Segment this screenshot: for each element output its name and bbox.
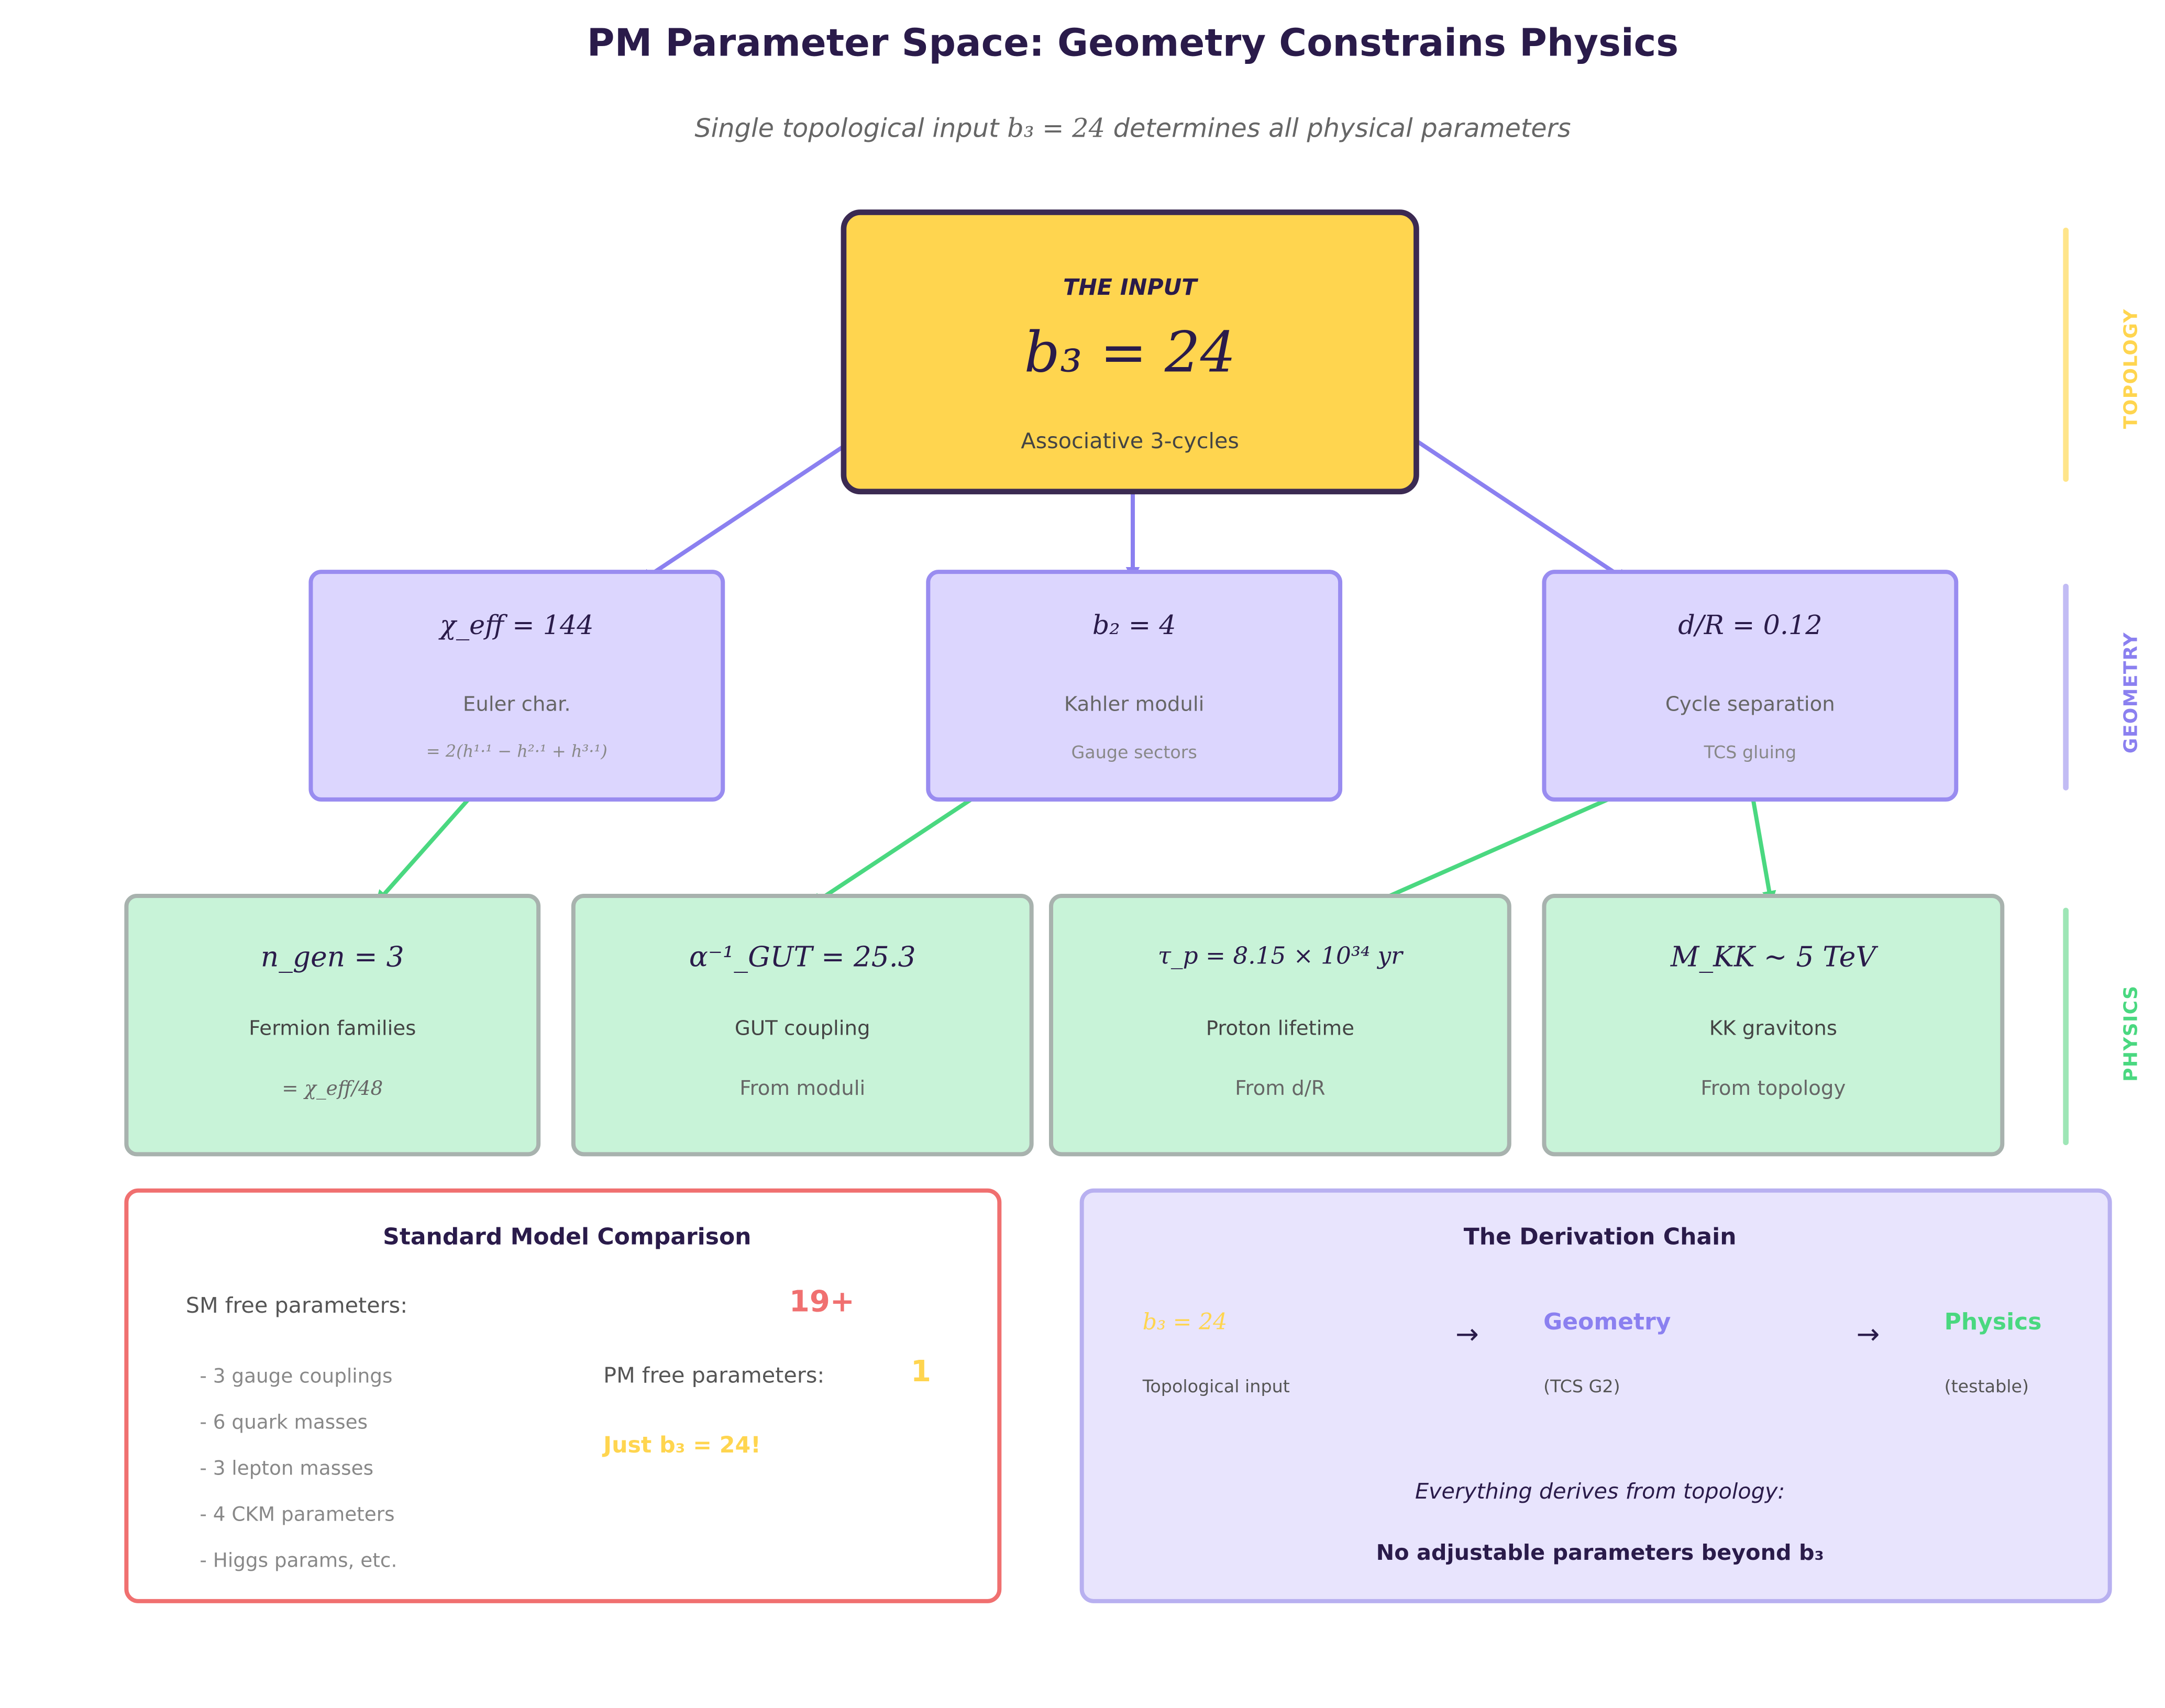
chain-step-sub: (testable) bbox=[1944, 1376, 2029, 1397]
topology-label: TOPOLOGY bbox=[2120, 308, 2143, 429]
geometry-desc: Cycle separation bbox=[1665, 694, 1835, 717]
input-desc: Associative 3-cycles bbox=[1021, 428, 1239, 454]
input-box: THE INPUT b₃ = 24 Associative 3-cycles bbox=[841, 209, 1419, 495]
pm-free-count: 1 bbox=[910, 1355, 931, 1389]
geometry-sub: TCS gluing bbox=[1704, 741, 1797, 763]
geometry-value: χ_eff = 144 bbox=[440, 610, 594, 641]
input-tag: THE INPUT bbox=[1063, 273, 1197, 301]
arrow-dr-to-tau bbox=[1363, 787, 1632, 908]
pm-free-label: PM free parameters: bbox=[603, 1363, 825, 1389]
chain-footer-line2: No adjustable parameters beyond b₃ bbox=[1376, 1540, 1824, 1566]
chain-step-sub: (TCS G2) bbox=[1543, 1376, 1620, 1397]
sm-item: - 4 CKM parameters bbox=[200, 1504, 395, 1527]
geometry-label: GEOMETRY bbox=[2120, 631, 2143, 754]
physics-bar bbox=[2063, 907, 2069, 1146]
sm-free-count: 19+ bbox=[789, 1284, 855, 1318]
geometry-box-chi: χ_eff = 144 Euler char. = 2(h¹·¹ − h²·¹ … bbox=[308, 570, 725, 802]
physics-box-ngen: n_gen = 3 Fermion families = χ_eff/48 bbox=[124, 893, 541, 1157]
arrow-input-to-chi bbox=[638, 432, 863, 583]
input-value: b₃ = 24 bbox=[1024, 321, 1236, 386]
pm-note: Just b₃ = 24! bbox=[603, 1431, 761, 1458]
chain-step-physics: Physics bbox=[1944, 1308, 2042, 1335]
topology-bar bbox=[2063, 227, 2069, 482]
chain-title: The Derivation Chain bbox=[1463, 1223, 1737, 1250]
physics-label: PHYSICS bbox=[2120, 985, 2143, 1082]
geometry-desc: Kahler moduli bbox=[1064, 694, 1205, 717]
physics-value: τ_p = 8.15 × 10³⁴ yr bbox=[1157, 942, 1402, 971]
physics-box-mkk: M_KK ∼ 5 TeV KK gravitons From topology bbox=[1542, 893, 2005, 1157]
chain-arrow: → bbox=[1455, 1317, 1479, 1351]
geometry-box-b2: b₂ = 4 Kahler moduli Gauge sectors bbox=[926, 570, 1343, 802]
sm-item: - Higgs params, etc. bbox=[200, 1550, 397, 1573]
geometry-bar bbox=[2063, 583, 2069, 791]
physics-sub: From moduli bbox=[739, 1078, 866, 1101]
arrow-chi-to-ngen bbox=[375, 789, 478, 904]
sm-item: - 6 quark masses bbox=[200, 1412, 368, 1435]
page-title: PM Parameter Space: Geometry Constrains … bbox=[587, 22, 1679, 66]
chain-step-sub: Topological input bbox=[1142, 1376, 1290, 1397]
physics-box-tau: τ_p = 8.15 × 10³⁴ yr Proton lifetime Fro… bbox=[1048, 893, 1511, 1157]
geometry-sub: Gauge sectors bbox=[1071, 741, 1197, 763]
derivation-chain-box: The Derivation Chain b₃ = 24 Topological… bbox=[1079, 1188, 2112, 1603]
geometry-desc: Euler char. bbox=[462, 694, 571, 717]
arrow-dr-to-mkk bbox=[1749, 790, 1776, 905]
sm-item: - 3 gauge couplings bbox=[200, 1366, 393, 1389]
physics-box-alpha: α⁻¹_GUT = 25.3 GUT coupling From moduli bbox=[571, 893, 1034, 1157]
subtitle-math: b₃ = 24 bbox=[1007, 114, 1105, 144]
sm-title: Standard Model Comparison bbox=[383, 1223, 752, 1250]
physics-desc: GUT coupling bbox=[734, 1018, 870, 1040]
physics-value: α⁻¹_GUT = 25.3 bbox=[689, 939, 916, 973]
geometry-value: b₂ = 4 bbox=[1092, 610, 1176, 641]
subtitle-tail: determines all physical parameters bbox=[1113, 114, 1571, 144]
sm-item: - 3 lepton masses bbox=[200, 1458, 374, 1481]
arrow-b2-to-alpha bbox=[809, 789, 986, 907]
physics-value: M_KK ∼ 5 TeV bbox=[1670, 939, 1876, 973]
chain-footer-line1: Everything derives from topology: bbox=[1415, 1479, 1785, 1504]
physics-value: n_gen = 3 bbox=[260, 939, 404, 973]
sm-comparison-box: Standard Model Comparison SM free parame… bbox=[124, 1188, 1002, 1603]
geometry-sub: = 2(h¹·¹ − h²·¹ + h³·¹) bbox=[426, 741, 607, 761]
physics-desc: Fermion families bbox=[249, 1018, 416, 1040]
physics-desc: Proton lifetime bbox=[1206, 1018, 1355, 1040]
geometry-value: d/R = 0.12 bbox=[1678, 610, 1822, 641]
geometry-box-dr: d/R = 0.12 Cycle separation TCS gluing bbox=[1542, 570, 1959, 802]
chain-step-input: b₃ = 24 bbox=[1142, 1308, 1228, 1335]
chain-arrow: → bbox=[1856, 1317, 1880, 1351]
sm-free-label: SM free parameters: bbox=[185, 1293, 408, 1318]
subtitle-text: Single topological input bbox=[694, 114, 999, 144]
page-subtitle: Single topological input b₃ = 24 determi… bbox=[0, 115, 2165, 144]
chain-step-geometry: Geometry bbox=[1543, 1308, 1671, 1335]
physics-sub: From topology bbox=[1700, 1078, 1846, 1101]
physics-sub: From d/R bbox=[1235, 1078, 1325, 1101]
arrow-input-to-dr bbox=[1405, 432, 1630, 583]
physics-sub: = χ_eff/48 bbox=[282, 1078, 383, 1101]
physics-desc: KK gravitons bbox=[1709, 1018, 1838, 1040]
